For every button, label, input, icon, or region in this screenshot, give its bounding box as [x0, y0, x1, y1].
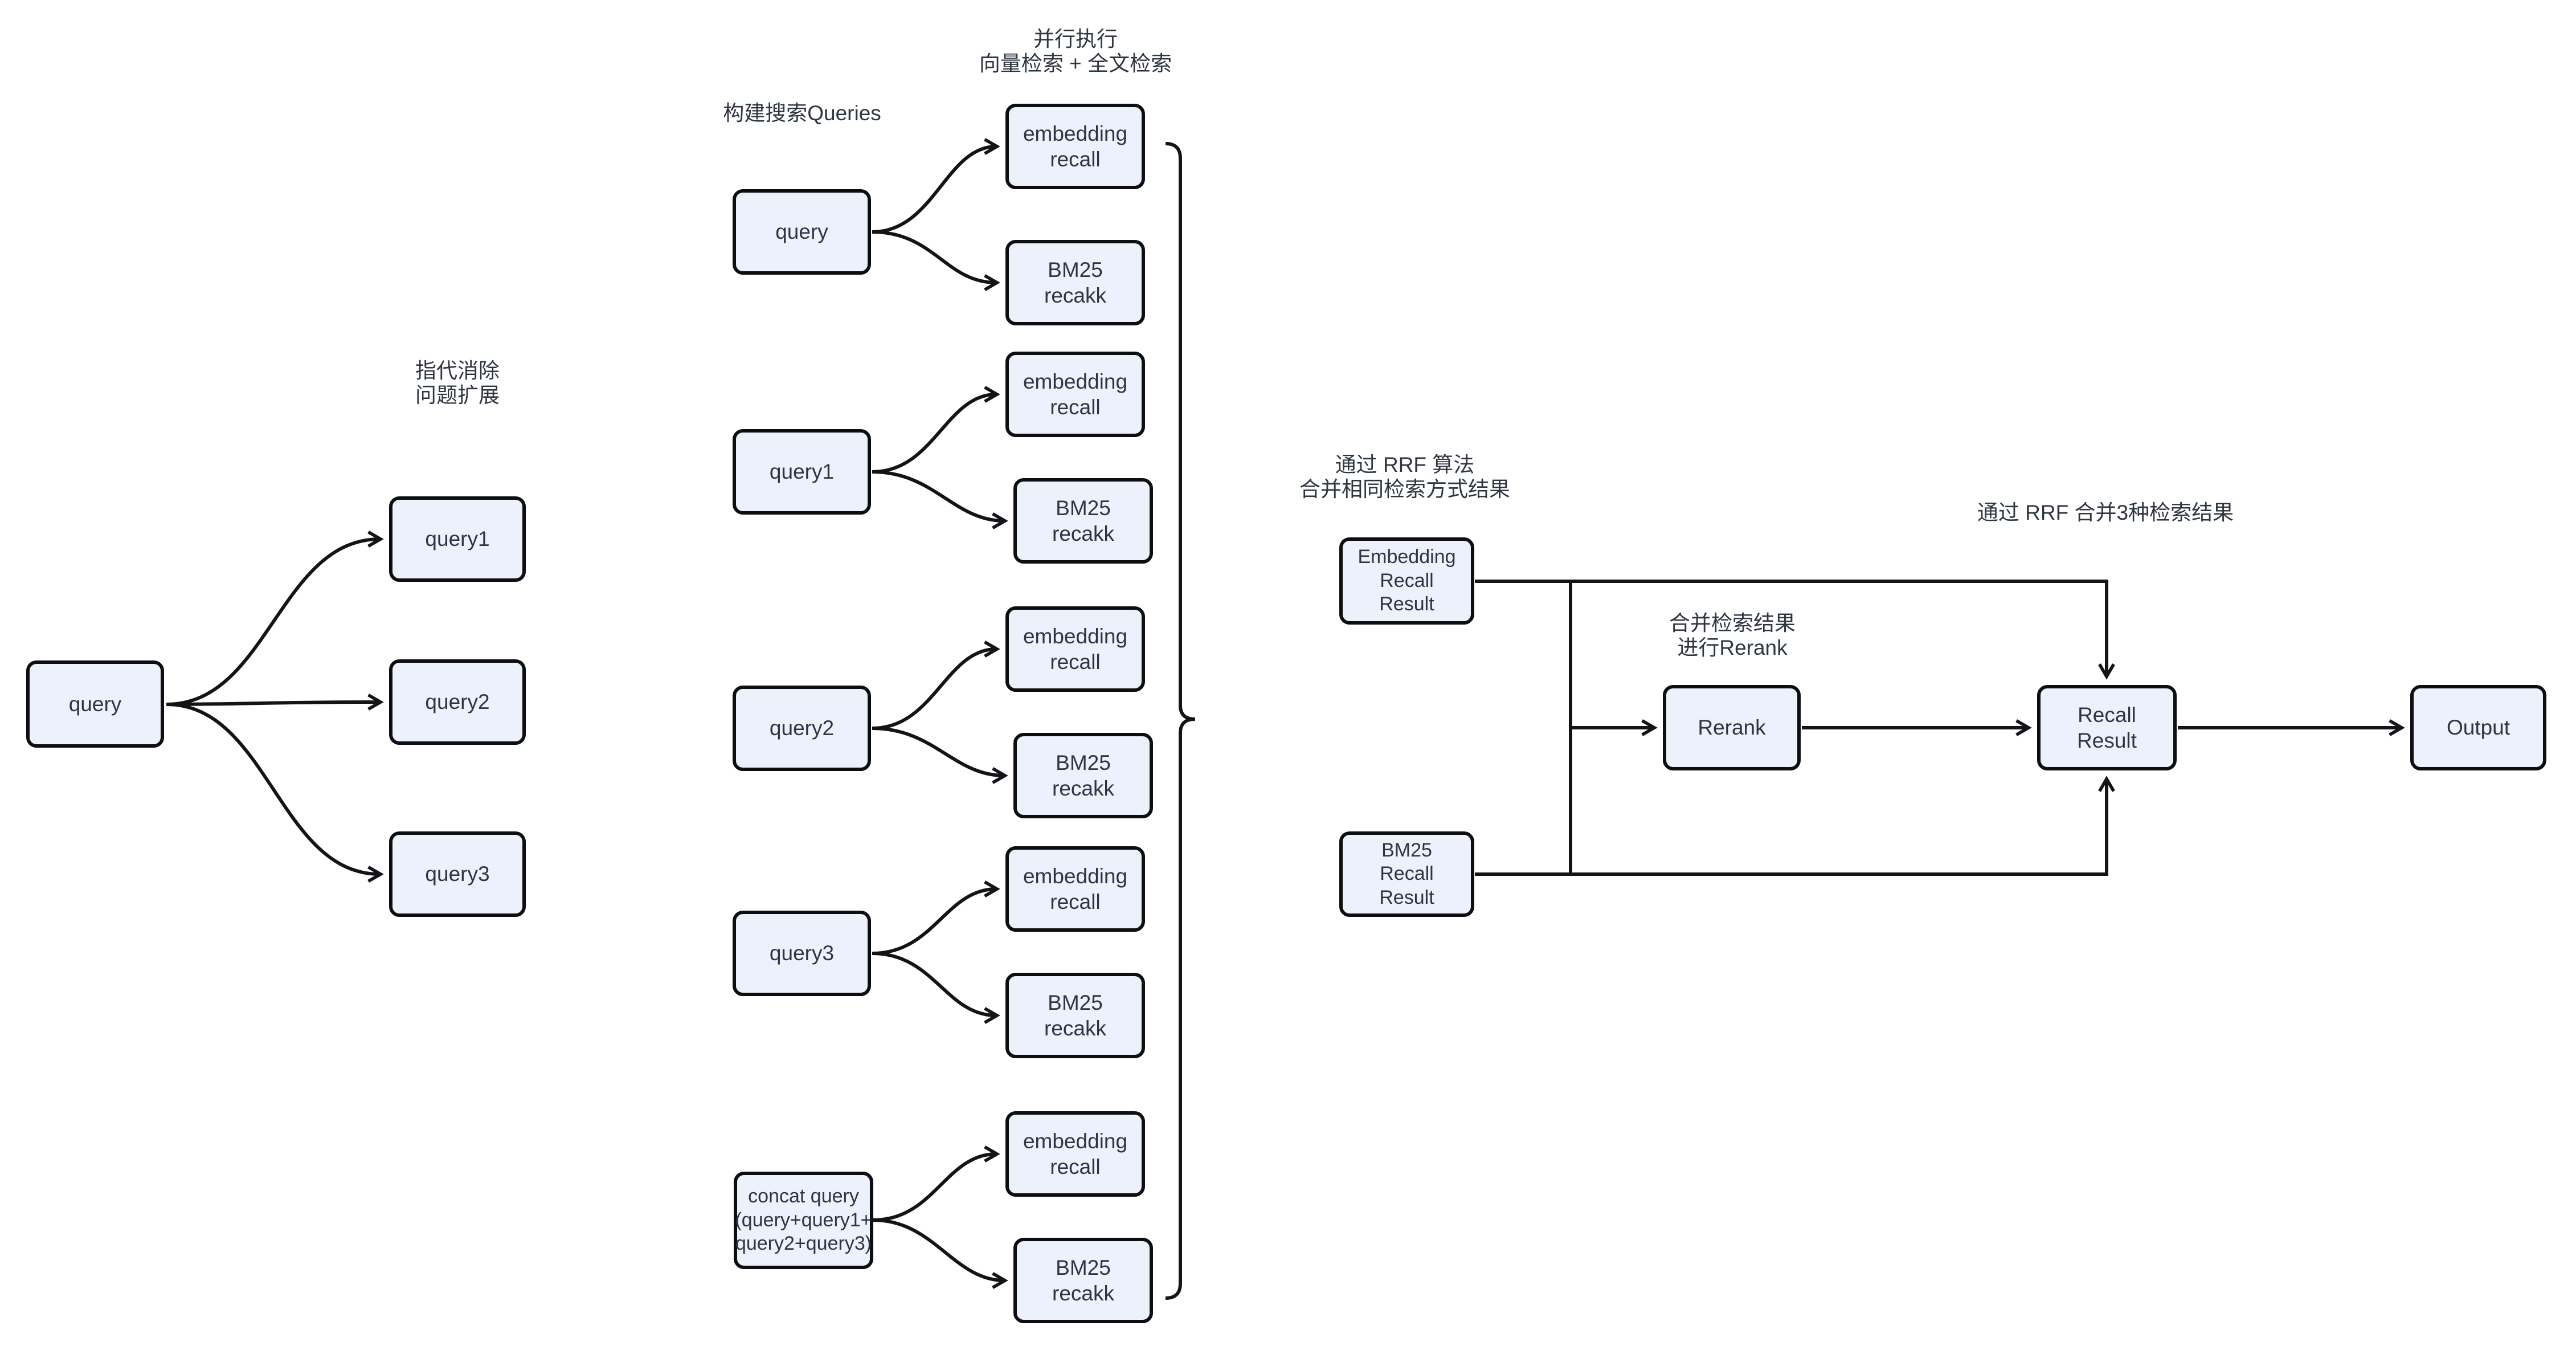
node-bm25-recall-4: BM25 recakk [1005, 973, 1145, 1058]
edge-query-to-query1 [166, 531, 384, 706]
node-mid-query2: query2 [733, 686, 871, 771]
node-query2: query2 [389, 659, 526, 745]
node-embedding-recall-2: embedding recall [1005, 352, 1145, 437]
node-bm25-recall-result: BM25 Recall Result [1339, 831, 1474, 917]
node-embedding-recall-1: embedding recall [1005, 104, 1145, 189]
edge-query-to-query2 [166, 694, 384, 711]
node-embedding-recall-5: embedding recall [1005, 1111, 1145, 1197]
label-parallel-exec: 并行执行 向量检索 + 全文检索 [979, 27, 1172, 75]
node-query3: query3 [389, 831, 526, 917]
node-bm25-recall-5: BM25 recakk [1013, 1238, 1153, 1323]
label-coref-expand: 指代消除 问题扩展 [415, 359, 500, 407]
edge-g1-bm25 [872, 230, 1000, 291]
node-concat-query: concat query (query+query1+ query2+query… [734, 1172, 873, 1269]
node-bm25-recall-2: BM25 recakk [1013, 478, 1153, 564]
edge-g2-embedding [872, 386, 1000, 474]
node-query1: query1 [389, 496, 526, 582]
brace-gather [1165, 142, 1196, 1300]
node-recall-result: Recall Result [2037, 685, 2177, 770]
node-embedding-recall-result: Embedding Recall Result [1339, 537, 1474, 625]
edge-bm25-rr-to-recall-result-bottom [1475, 776, 2115, 876]
node-mid-query: query [733, 189, 871, 275]
label-build-queries: 构建搜索Queries [723, 101, 881, 125]
node-bm25-recall-1: BM25 recakk [1005, 240, 1145, 325]
node-rerank: Rerank [1663, 685, 1801, 770]
edge-g5-embedding [873, 1145, 1000, 1222]
node-output: Output [2410, 685, 2546, 770]
edge-g1-embedding [872, 138, 1000, 234]
node-bm25-recall-3: BM25 recakk [1013, 733, 1153, 818]
node-embedding-recall-3: embedding recall [1005, 606, 1145, 692]
edge-g4-bm25 [872, 952, 1000, 1024]
label-merge-rerank: 合并检索结果 进行Rerank [1669, 611, 1796, 659]
edge-embedding-rr-to-recall-result-top [1475, 580, 2115, 680]
edge-query-to-query3 [166, 703, 384, 883]
label-rrf-merge3: 通过 RRF 合并3种检索结果 [1977, 501, 2234, 524]
edge-g3-bm25 [872, 727, 1008, 784]
edge-g2-bm25 [872, 470, 1008, 529]
edge-g3-embedding [872, 641, 1000, 730]
node-embedding-recall-4: embedding recall [1005, 846, 1145, 932]
node-mid-query1: query1 [733, 429, 871, 515]
edge-g5-bm25 [873, 1218, 1008, 1289]
label-rrf-same-method: 通过 RRF 算法 合并相同检索方式结果 [1299, 453, 1510, 501]
node-mid-query3: query3 [733, 911, 871, 996]
edge-g4-embedding [872, 880, 1000, 955]
node-query-root: query [26, 660, 164, 748]
